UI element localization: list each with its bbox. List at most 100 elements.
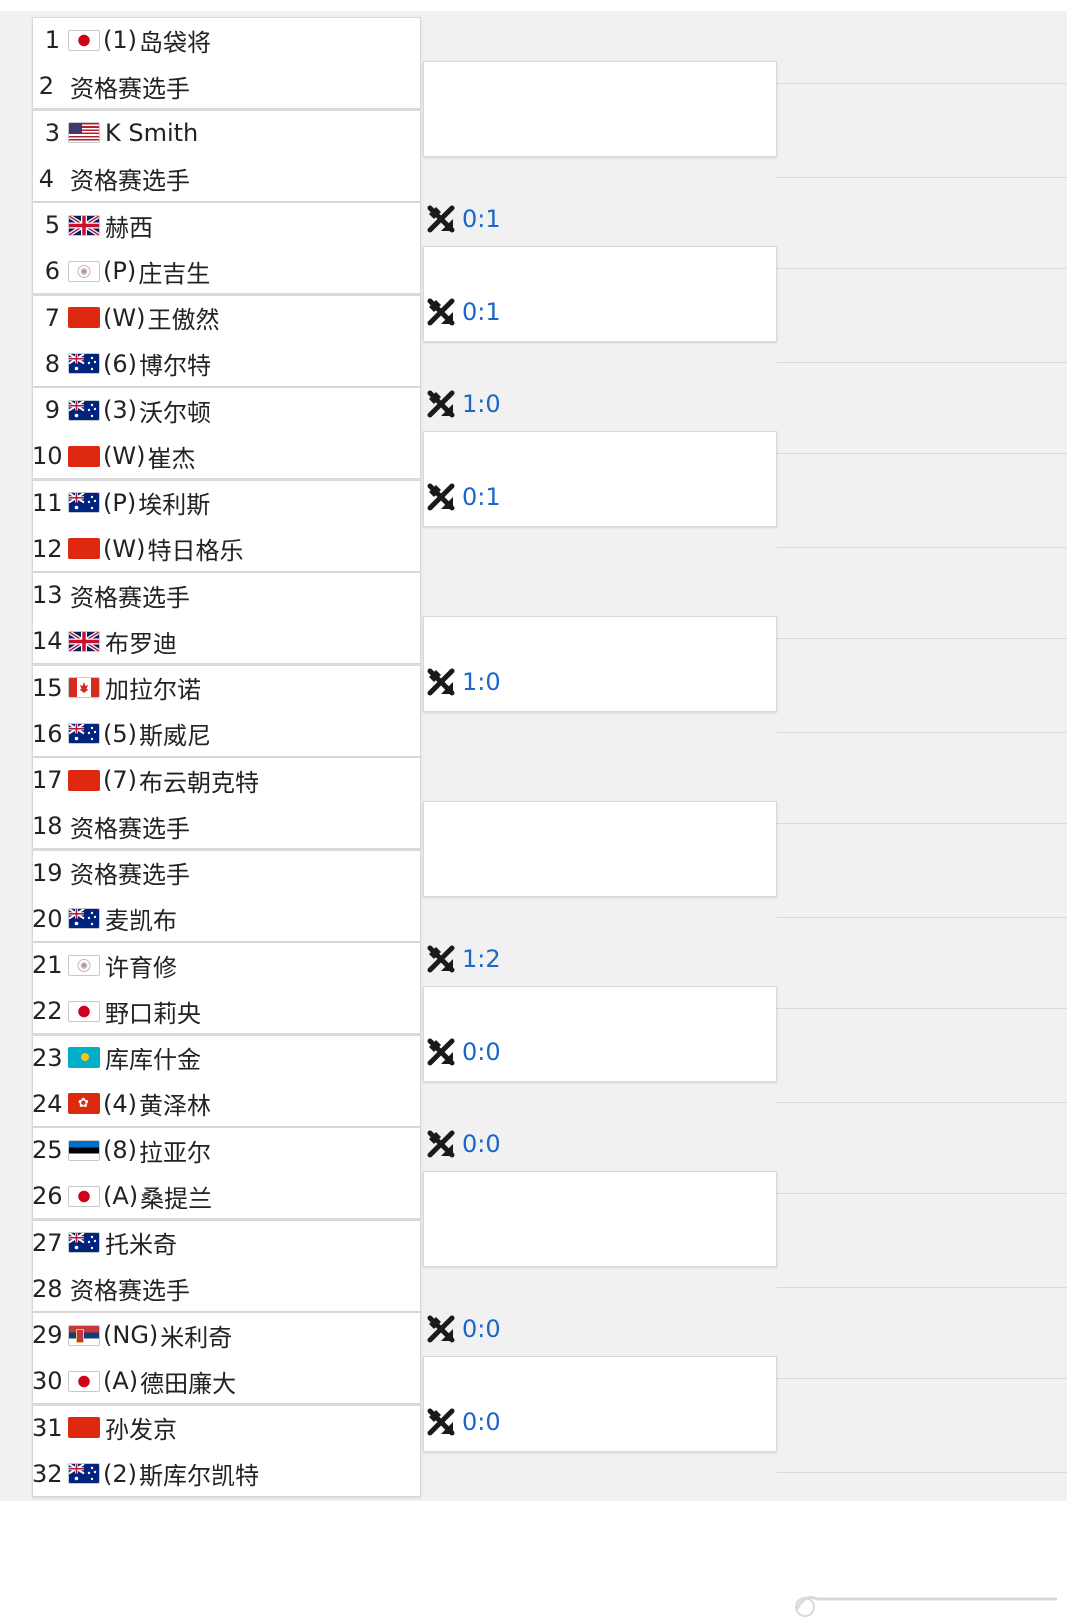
player-name[interactable]: 孙发京 [105, 1416, 177, 1444]
player-name[interactable]: 桑提兰 [140, 1184, 213, 1213]
serbia-flag-icon [68, 1324, 100, 1346]
player-row[interactable]: 20 麦凯布 [32, 896, 421, 942]
round2-cell[interactable] [423, 1356, 777, 1453]
round2-cell[interactable] [423, 616, 777, 713]
player-row[interactable]: 16(5)斯威尼 [32, 711, 421, 757]
player-name[interactable]: 加拉尔诺 [105, 676, 201, 704]
round2-cell[interactable] [423, 1171, 777, 1268]
round2-cell[interactable] [423, 801, 777, 898]
player-name[interactable]: 资格赛选手 [70, 74, 190, 103]
player-name[interactable]: 布罗迪 [105, 629, 177, 658]
player-name[interactable]: 埃利斯 [138, 491, 211, 519]
player-name[interactable]: 拉亚尔 [139, 1138, 211, 1167]
player-name[interactable]: 资格赛选手 [70, 1277, 190, 1306]
player-name[interactable]: 沃尔顿 [139, 398, 211, 427]
player-name[interactable]: 库库什金 [105, 1046, 201, 1074]
player-name[interactable]: 许育修 [105, 953, 177, 982]
player-row[interactable]: 25(8)拉亚尔 [32, 1127, 421, 1173]
draw-position: 20 [32, 904, 63, 933]
match-cell[interactable] [32, 1219, 421, 1312]
player-row[interactable]: 12(W)特日格乐 [32, 526, 421, 572]
round2-cell[interactable] [423, 431, 777, 528]
player-row[interactable]: 26(A)桑提兰 [32, 1173, 421, 1219]
player-row[interactable]: 1(1)岛袋将 [32, 17, 421, 63]
h2h-score[interactable]: 0:1 [426, 204, 501, 234]
player-name[interactable]: 托米奇 [105, 1231, 177, 1259]
player-name[interactable]: 黄泽林 [139, 1092, 211, 1121]
player-name[interactable]: 崔杰 [147, 444, 196, 473]
player-name[interactable]: 资格赛选手 [70, 167, 190, 196]
round3-cell[interactable] [777, 268, 1067, 363]
draw-position: 8 [44, 349, 60, 378]
h2h-score[interactable]: 1:0 [426, 667, 501, 697]
draw-position: 10 [32, 442, 63, 471]
player-row[interactable]: 11(P)埃利斯 [32, 480, 421, 526]
japan-flag-icon [68, 1370, 100, 1392]
round3-cell[interactable] [777, 83, 1067, 178]
player-row[interactable]: 8(6)博尔特 [32, 341, 421, 387]
player-name[interactable]: 麦凯布 [105, 907, 177, 936]
round2-cell[interactable] [423, 246, 777, 343]
japan-flag-icon [68, 1185, 100, 1207]
draw-position: 12 [32, 534, 63, 563]
player-name[interactable]: 庄吉生 [138, 259, 211, 288]
h2h-score[interactable]: 1:0 [426, 389, 501, 419]
china-flag-icon [68, 445, 100, 467]
h2h-score[interactable]: 0:0 [426, 1314, 501, 1344]
player-name[interactable]: 博尔特 [139, 352, 211, 381]
h2h-score[interactable]: 0:1 [426, 482, 501, 512]
player-name[interactable]: 资格赛选手 [70, 861, 190, 889]
h2h-score[interactable]: 0:0 [426, 1407, 501, 1437]
player-row[interactable]: 7(W)王傲然 [32, 295, 421, 341]
player-name[interactable]: 野口莉央 [105, 999, 201, 1028]
round2-cell[interactable] [423, 986, 777, 1083]
h2h-score[interactable]: 0:0 [426, 1037, 501, 1067]
player-row[interactable]: 17(7)布云朝克特 [32, 757, 421, 803]
round3-cell[interactable] [777, 638, 1067, 733]
player-name[interactable]: 资格赛选手 [70, 583, 190, 612]
player-row[interactable]: 10(W)崔杰 [32, 433, 421, 479]
player-name[interactable]: K Smith [105, 118, 199, 147]
player-name[interactable]: 米利奇 [160, 1323, 233, 1352]
round3-cell[interactable] [777, 453, 1067, 548]
round3-cell[interactable] [777, 1193, 1067, 1288]
player-name[interactable]: 资格赛选手 [70, 814, 190, 843]
player-name[interactable]: 赫西 [105, 213, 153, 242]
player-name[interactable]: 斯库尔凯特 [139, 1462, 259, 1491]
player-name[interactable]: 王傲然 [147, 306, 220, 334]
h2h-score[interactable]: 0:1 [426, 297, 501, 327]
h2h-score[interactable]: 1:2 [426, 944, 501, 974]
round2-cell[interactable] [423, 61, 777, 158]
player-row[interactable]: 32(2)斯库尔凯特 [32, 1451, 421, 1497]
player-row[interactable]: 30(A)德田廉大 [32, 1358, 421, 1404]
player-name[interactable]: 斯威尼 [139, 722, 211, 751]
player-name[interactable]: 德田廉大 [140, 1369, 237, 1398]
round3-cell[interactable] [777, 1378, 1067, 1473]
player-name[interactable]: 岛袋将 [139, 28, 211, 57]
player-name[interactable]: 特日格乐 [147, 537, 244, 566]
h2h-score[interactable]: 0:0 [426, 1129, 501, 1159]
round3-cell[interactable] [777, 823, 1067, 918]
player-row[interactable]: 9(3)沃尔顿 [32, 387, 421, 433]
player-row[interactable]: 29(NG)米利奇 [32, 1312, 421, 1358]
player-name[interactable]: 布云朝克特 [139, 768, 259, 797]
round3-cell[interactable] [777, 1008, 1067, 1103]
horizontal-scroll-indicator[interactable] [787, 1579, 1067, 1619]
player-row[interactable]: 6(P)庄吉生 [32, 248, 421, 294]
player-row[interactable]: 24✿(4)黄泽林 [32, 1081, 421, 1127]
